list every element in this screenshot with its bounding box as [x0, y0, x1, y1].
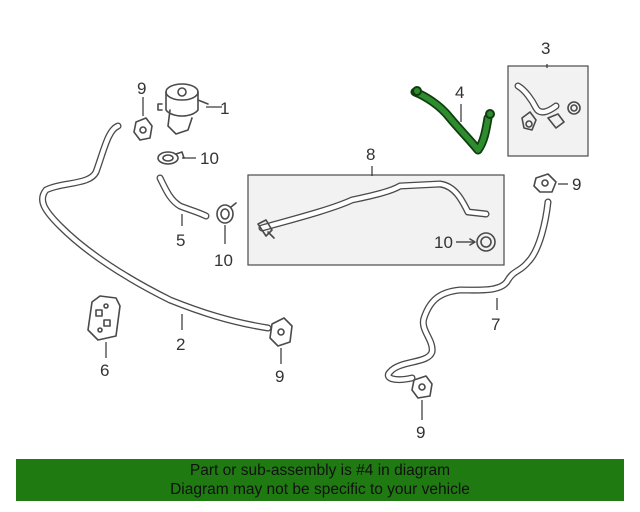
leader-lines: [105, 64, 568, 420]
hose-4-highlighted[interactable]: [410, 86, 495, 155]
callout-9b: 9: [572, 175, 581, 194]
callout-3: 3: [541, 39, 550, 58]
clip-9a: [133, 117, 153, 141]
callout-2: 2: [176, 335, 185, 354]
callout-9c: 9: [275, 367, 284, 386]
bracket-6: [87, 295, 121, 341]
banner-line-1: Part or sub-assembly is #4 in diagram: [189, 462, 451, 479]
callout-4: 4: [455, 83, 464, 102]
banner-line-2: Diagram may not be specific to your vehi…: [170, 481, 470, 498]
group-box-8: [247, 174, 505, 266]
callout-6: 6: [100, 361, 109, 380]
group-box-3: [507, 65, 589, 157]
clip-9b: [533, 173, 557, 193]
hose-2: [39, 122, 272, 332]
callout-9d: 9: [416, 423, 425, 442]
callout-5: 5: [176, 231, 185, 250]
clip-9c: [269, 317, 293, 347]
hose-5: [156, 174, 210, 220]
callout-8: 8: [366, 145, 375, 164]
clamp-10a: [157, 151, 185, 165]
clip-9d: [411, 375, 433, 399]
info-banner: Part or sub-assembly is #4 in diagram Di…: [16, 459, 624, 501]
water-pump-1: [157, 83, 209, 135]
callout-9a: 9: [137, 79, 146, 98]
clamp-10b: [216, 202, 237, 224]
hose-7: [384, 198, 552, 384]
callout-7: 7: [491, 315, 500, 334]
callout-10c: 10: [434, 233, 453, 252]
callout-1: 1: [220, 99, 229, 118]
callout-10b: 10: [214, 251, 233, 270]
callout-10a: 10: [200, 149, 219, 168]
